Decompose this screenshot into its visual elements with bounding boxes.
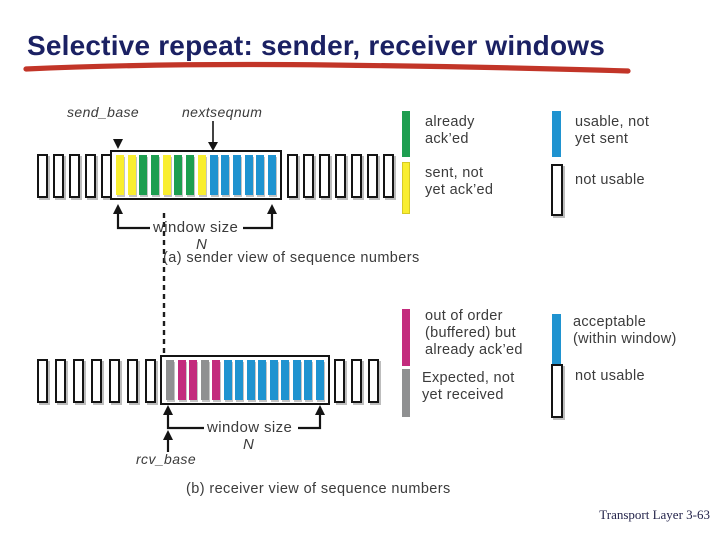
send-base-label: send_base [67, 104, 140, 120]
seq-bar-yellow [116, 155, 124, 195]
legend-swatch-acceptable [552, 314, 561, 364]
seq-bar-white [351, 359, 362, 403]
seq-bar-white [53, 154, 64, 198]
seq-bar-blue [269, 360, 278, 400]
seq-bar-green [151, 155, 160, 195]
seq-bar-white [127, 359, 138, 403]
seq-bar-magenta [189, 360, 198, 400]
seq-bar-blue [244, 155, 253, 195]
sender-window [110, 150, 282, 200]
seq-bar-white [335, 154, 346, 198]
legend-swatch-not-usable-receiver [551, 364, 563, 418]
seq-bar-blue [232, 155, 241, 195]
sender-window-size-n: N [196, 236, 208, 253]
legend-swatch-out-of-order [402, 309, 410, 366]
seq-bar-blue [281, 360, 290, 400]
sender-bracket-left-arrow-icon [113, 204, 123, 214]
seq-bar-blue [209, 155, 218, 195]
seq-bar-white [145, 359, 156, 403]
legend-label-out-of-order: out of order (buffered) but already ack’… [425, 308, 523, 359]
seq-bar-magenta [177, 360, 186, 400]
legend-label-not-usable-receiver: not usable [575, 368, 645, 384]
legend-swatch-not-usable-sender [551, 164, 563, 216]
receiver-window-size-label: window size [207, 419, 293, 436]
seq-bar-green [186, 155, 195, 195]
seq-bar-white [368, 359, 379, 403]
sender-bracket-right [243, 212, 274, 230]
legend-swatch-already-acked [402, 111, 410, 157]
seq-bar-magenta [212, 360, 221, 400]
receiver-bracket-right [298, 413, 322, 430]
legend-label-usable-not-sent: usable, not yet sent [575, 114, 650, 148]
seq-bar-blue [304, 360, 313, 400]
sender-bracket-left [116, 212, 150, 230]
seq-bar-white [91, 359, 102, 403]
seq-bar-blue [221, 155, 230, 195]
rcv-base-arrow-icon [163, 430, 173, 440]
title-underline [23, 61, 631, 74]
seq-bar-blue [235, 360, 244, 400]
seq-bar-gray [166, 360, 174, 400]
seq-bar-white [37, 359, 48, 403]
legend-label-not-usable-sender: not usable [575, 172, 645, 188]
seq-bar-white [303, 154, 314, 198]
slide-footer-page-number: Transport Layer 3-63 [599, 507, 710, 522]
send-base-arrow-icon [113, 139, 123, 149]
nextseqnum-label: nextseqnum [182, 104, 263, 120]
seq-bar-blue [246, 360, 255, 400]
seq-bar-white [383, 154, 394, 198]
receiver-bracket-right-arrow-icon [315, 405, 325, 415]
receiver-window [160, 355, 330, 405]
sender-bars-after-window [287, 153, 394, 199]
legend-swatch-usable-not-sent [552, 111, 561, 157]
rcv-base-label: rcv_base [136, 451, 197, 467]
seq-bar-yellow [197, 155, 206, 195]
legend-label-sent-not-acked: sent, not yet ack’ed [425, 165, 494, 199]
seq-bar-yellow [127, 155, 136, 195]
receiver-bracket-left [166, 413, 204, 430]
slide-title: Selective repeat: sender, receiver windo… [27, 30, 606, 61]
seq-bar-white [319, 154, 330, 198]
seq-bar-white [367, 154, 378, 198]
seq-bar-white [73, 359, 84, 403]
seq-bar-white [55, 359, 66, 403]
seq-bar-white [37, 154, 48, 198]
legend-label-expected: Expected, not yet received [422, 370, 515, 404]
seq-bar-blue [292, 360, 301, 400]
receiver-window-size-n: N [243, 436, 255, 453]
legend-label-already-acked: already ack’ed [425, 114, 475, 148]
seq-bar-white [351, 154, 362, 198]
seq-bar-yellow [162, 155, 171, 195]
sender-caption: (a) sender view of sequence numbers [163, 250, 420, 266]
seq-bar-blue [315, 360, 324, 400]
seq-bar-blue [256, 155, 265, 195]
seq-bar-white [109, 359, 120, 403]
seq-bar-green [174, 155, 183, 195]
receiver-caption: (b) receiver view of sequence numbers [186, 481, 451, 497]
legend-label-acceptable: acceptable (within window) [573, 314, 677, 348]
receiver-bars-after-window [334, 358, 379, 404]
seq-bar-white [287, 154, 298, 198]
legend-swatch-sent-not-acked [402, 162, 410, 214]
seq-bar-blue [258, 360, 267, 400]
seq-bar-blue [223, 360, 232, 400]
seq-bar-green [139, 155, 148, 195]
seq-bar-white [69, 154, 80, 198]
seq-bar-gray [200, 360, 209, 400]
seq-bar-blue [267, 155, 276, 195]
receiver-bracket-left-arrow-icon [163, 405, 173, 415]
seq-bar-white [334, 359, 345, 403]
sender-window-size-label: window size [153, 219, 239, 236]
sender-bracket-right-arrow-icon [267, 204, 277, 214]
seq-bar-white [85, 154, 96, 198]
legend-swatch-expected [402, 369, 410, 417]
